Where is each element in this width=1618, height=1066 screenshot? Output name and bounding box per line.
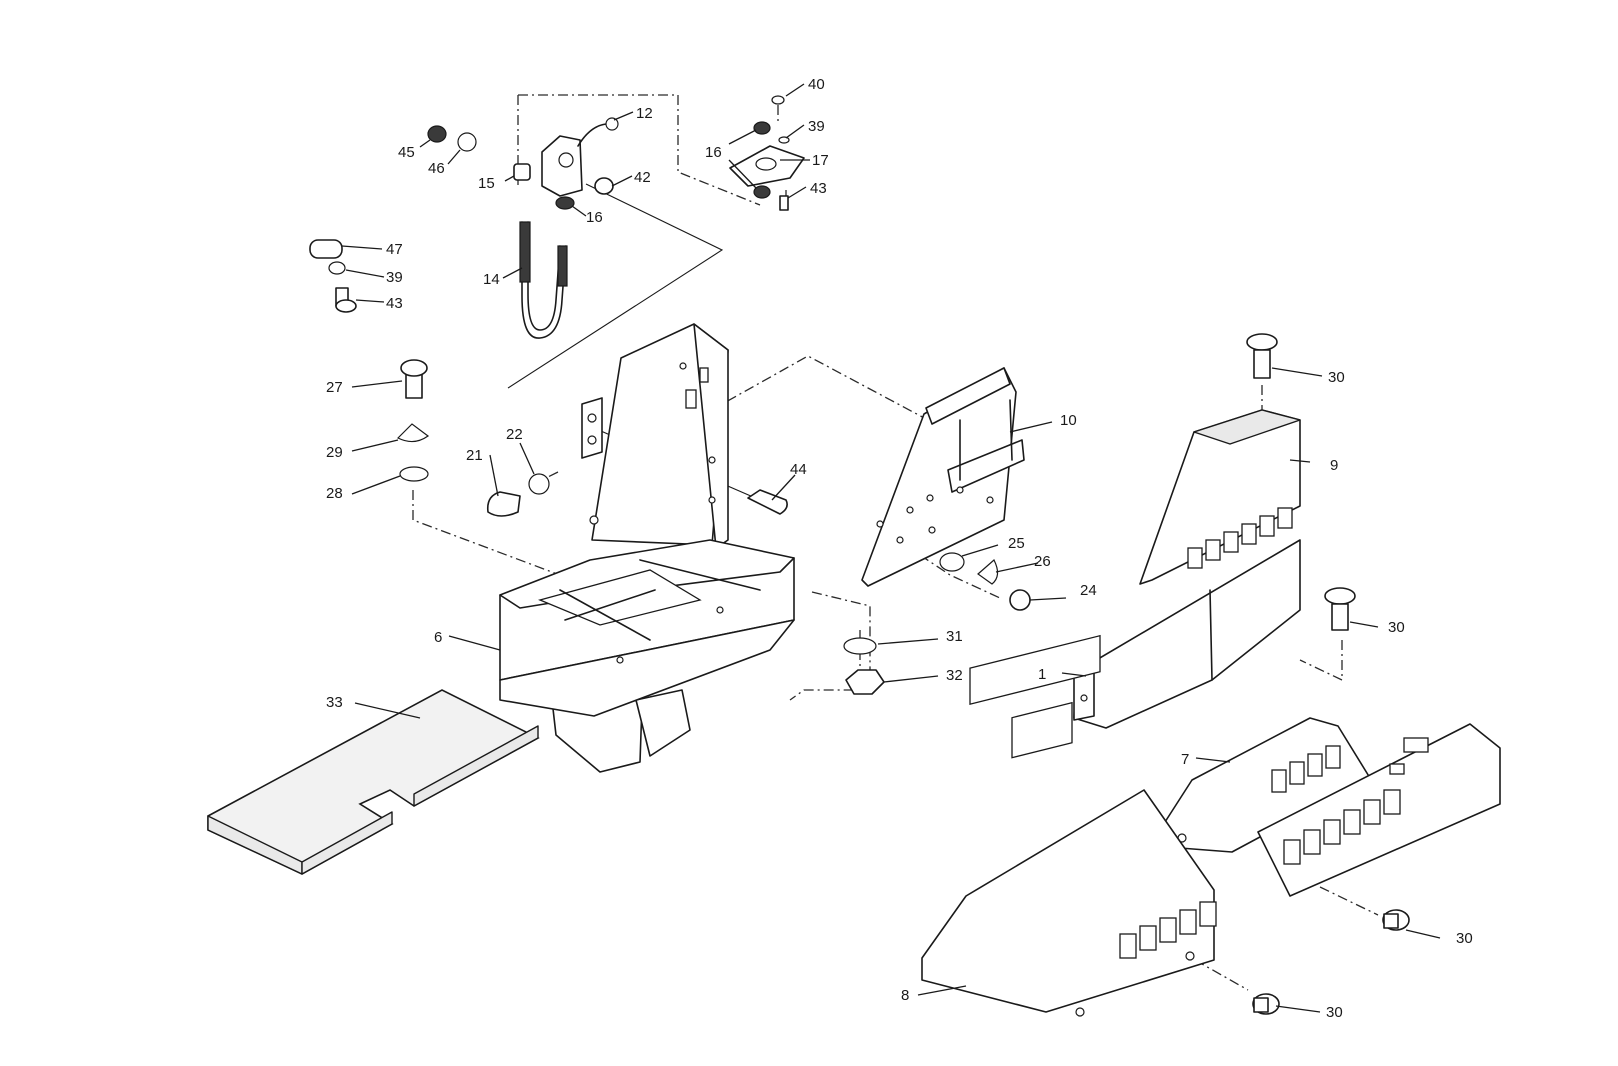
callout-43-a: 43	[386, 295, 403, 312]
callout-16-b: 16	[705, 144, 722, 161]
fastener-part-30	[1246, 333, 1278, 379]
washer-part-39	[328, 261, 346, 275]
lockwasher-part-29	[396, 423, 430, 443]
nut-part-32	[845, 669, 885, 695]
callout-46: 46	[428, 160, 445, 177]
callout-25: 25	[1008, 535, 1025, 552]
callout-39-a: 39	[386, 269, 403, 286]
callout-10: 10	[1060, 412, 1077, 429]
callout-12: 12	[636, 105, 653, 122]
nut-part-16	[555, 196, 575, 210]
washer-part-46	[457, 132, 477, 152]
callout-16-a: 16	[586, 209, 603, 226]
callout-26: 26	[1034, 553, 1051, 570]
callout-32: 32	[946, 667, 963, 684]
callout-30-d: 30	[1326, 1004, 1343, 1021]
washer-part-22	[528, 473, 550, 495]
side-panel-part-1	[1073, 539, 1301, 729]
lockwasher-part-26	[977, 559, 999, 585]
cover-part-9	[1139, 409, 1301, 585]
callout-15: 15	[478, 175, 495, 192]
callout-14: 14	[483, 271, 500, 288]
callout-45: 45	[398, 144, 415, 161]
switch-row-9	[1187, 507, 1293, 569]
callout-39-b: 39	[808, 118, 825, 135]
callout-30-c: 30	[1456, 930, 1473, 947]
mounting-plate-part-10	[861, 367, 1025, 587]
washer-part-25	[939, 552, 965, 572]
callout-33: 33	[326, 694, 343, 711]
front-panel-part-8	[921, 634, 1217, 1017]
callout-labels: 1 6 7 8 9 10 12 14 15 16 16 17 21 22 24 …	[326, 76, 1473, 1021]
fastener-part-30b	[1324, 587, 1356, 631]
cable-assembly-part-14	[519, 221, 568, 339]
callout-9: 9	[1330, 457, 1338, 474]
sleeve-part-15	[513, 163, 531, 181]
switch-row-7a	[1271, 745, 1341, 793]
callout-24: 24	[1080, 582, 1097, 599]
screw-part-24	[1009, 589, 1031, 611]
console-part-7	[1155, 717, 1501, 897]
leader-lines	[341, 83, 1441, 1013]
fastener-part-30d	[1252, 993, 1280, 1015]
callout-7: 7	[1181, 751, 1189, 768]
callout-22: 22	[506, 426, 523, 443]
bolt-part-43b	[779, 195, 789, 211]
callout-30-b: 30	[1388, 619, 1405, 636]
callout-27: 27	[326, 379, 343, 396]
clip-part-47	[309, 239, 343, 259]
callout-31: 31	[946, 628, 963, 645]
fastener-part-30c	[1382, 909, 1410, 931]
callout-1: 1	[1038, 666, 1046, 683]
washer-part-40	[771, 95, 785, 105]
callout-42: 42	[634, 169, 651, 186]
alignment-line	[507, 183, 724, 389]
callout-8: 8	[901, 987, 909, 1004]
base-box-part-6	[499, 323, 795, 773]
foam-mat-part-33	[207, 689, 540, 875]
callout-28: 28	[326, 485, 343, 502]
callout-17: 17	[812, 152, 829, 169]
nut-part-45	[427, 125, 447, 143]
callout-43-b: 43	[810, 180, 827, 197]
switch-row-8	[1119, 901, 1217, 959]
callout-40: 40	[808, 76, 825, 93]
cap-part-42	[594, 177, 614, 195]
switch-body-part-12	[541, 117, 619, 197]
callout-29: 29	[326, 444, 343, 461]
switch-row-7b	[1283, 789, 1401, 865]
bolt-part-44	[747, 489, 788, 515]
callout-21: 21	[466, 447, 483, 464]
washer-part-39b	[778, 136, 790, 144]
washer-part-31	[843, 637, 877, 655]
callout-44: 44	[790, 461, 807, 478]
callout-47: 47	[386, 241, 403, 258]
washer-part-28	[399, 466, 429, 482]
callout-6: 6	[434, 629, 442, 646]
callout-30-a: 30	[1328, 369, 1345, 386]
screw-part-21	[486, 491, 521, 517]
hardware-parts	[309, 95, 1410, 1015]
